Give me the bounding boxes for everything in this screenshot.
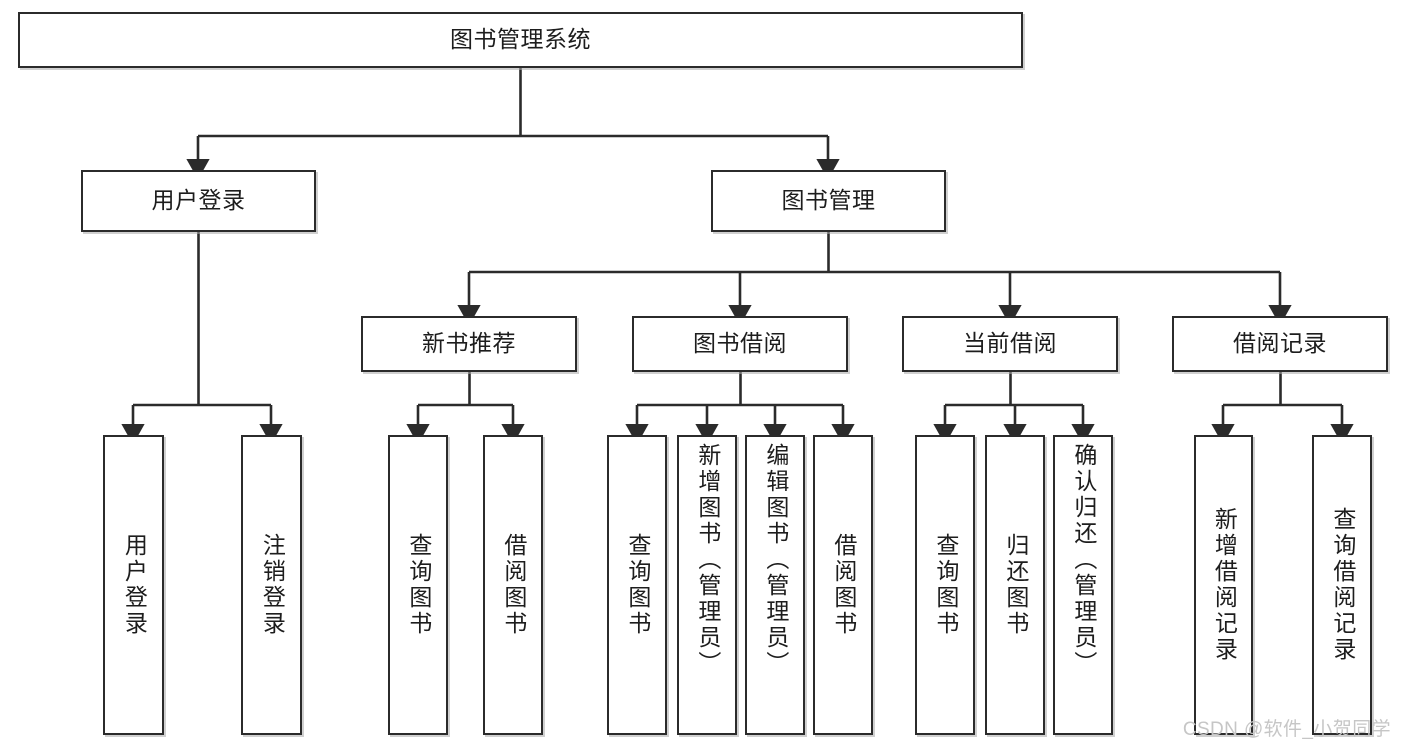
node-book-borrow[interactable]: 图书借阅 <box>632 316 848 372</box>
node-user-login[interactable]: 用户登录 <box>81 170 316 232</box>
node-user-login-label: 用户登录 <box>151 187 246 214</box>
leaf-logout-label: 注销登录 <box>259 533 286 637</box>
leaf-return-book[interactable]: 归还图书 <box>985 435 1045 735</box>
leaf-query-borrow-record[interactable]: 查询借阅记录 <box>1312 435 1372 735</box>
leaf-edit-book-admin-label: 编辑图书（管理员） <box>762 443 789 677</box>
leaf-confirm-return-admin-label: 确认归还（管理员） <box>1070 443 1097 677</box>
leaf-borrow-book-label: 借阅图书 <box>830 533 857 637</box>
node-new-book-recommend-label: 新书推荐 <box>422 330 516 357</box>
leaf-query-book-current[interactable]: 查询图书 <box>915 435 975 735</box>
leaf-logout[interactable]: 注销登录 <box>241 435 302 735</box>
leaf-add-book-admin-label: 新增图书（管理员） <box>694 443 721 677</box>
node-current-borrow-label: 当前借阅 <box>963 330 1057 357</box>
leaf-borrow-book-recommend[interactable]: 借阅图书 <box>483 435 543 735</box>
node-borrow-record[interactable]: 借阅记录 <box>1172 316 1388 372</box>
node-current-borrow[interactable]: 当前借阅 <box>902 316 1118 372</box>
leaf-query-book-recommend-label: 查询图书 <box>405 533 432 637</box>
leaf-query-book-borrow-label: 查询图书 <box>624 533 651 637</box>
node-root[interactable]: 图书管理系统 <box>18 12 1023 68</box>
leaf-user-login[interactable]: 用户登录 <box>103 435 164 735</box>
node-new-book-recommend[interactable]: 新书推荐 <box>361 316 577 372</box>
leaf-user-login-label: 用户登录 <box>121 533 148 637</box>
leaf-query-book-current-label: 查询图书 <box>932 533 959 637</box>
leaf-borrow-book-recommend-label: 借阅图书 <box>500 533 527 637</box>
leaf-borrow-book[interactable]: 借阅图书 <box>813 435 873 735</box>
leaf-add-book-admin[interactable]: 新增图书（管理员） <box>677 435 737 735</box>
leaf-edit-book-admin[interactable]: 编辑图书（管理员） <box>745 435 805 735</box>
node-book-borrow-label: 图书借阅 <box>693 330 787 357</box>
node-borrow-record-label: 借阅记录 <box>1233 330 1327 357</box>
leaf-add-borrow-record-label: 新增借阅记录 <box>1211 507 1238 663</box>
leaf-confirm-return-admin[interactable]: 确认归还（管理员） <box>1053 435 1113 735</box>
node-book-management[interactable]: 图书管理 <box>711 170 946 232</box>
leaf-add-borrow-record[interactable]: 新增借阅记录 <box>1194 435 1253 735</box>
leaf-query-book-recommend[interactable]: 查询图书 <box>388 435 448 735</box>
leaf-return-book-label: 归还图书 <box>1002 533 1029 637</box>
connector-lines <box>121 68 1354 445</box>
leaf-query-book-borrow[interactable]: 查询图书 <box>607 435 667 735</box>
leaf-query-borrow-record-label: 查询借阅记录 <box>1329 507 1356 663</box>
node-root-label: 图书管理系统 <box>450 26 591 53</box>
node-book-management-label: 图书管理 <box>781 187 876 214</box>
